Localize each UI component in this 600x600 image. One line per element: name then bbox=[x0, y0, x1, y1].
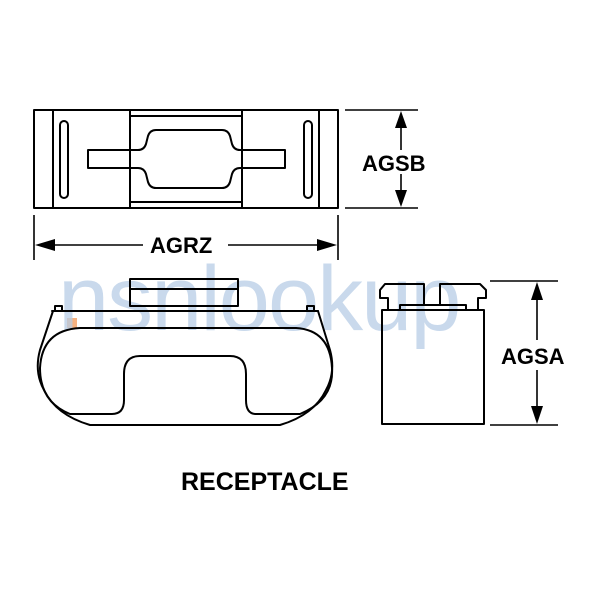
top-view bbox=[33, 109, 339, 209]
front-view bbox=[36, 278, 334, 426]
side-view bbox=[379, 283, 487, 425]
agsb-dimension: AGSB bbox=[345, 109, 426, 209]
watermark: nsnlookup bbox=[58, 248, 461, 350]
watermark-text: nsnlookup bbox=[58, 248, 459, 350]
agsa-label: AGSA bbox=[501, 344, 565, 369]
watermark-dot bbox=[67, 318, 77, 328]
agrz-dimension: AGRZ bbox=[33, 215, 339, 260]
diagram-title: RECEPTACLE bbox=[181, 468, 349, 496]
agsb-label: AGSB bbox=[362, 151, 426, 176]
agrz-label: AGRZ bbox=[150, 233, 212, 258]
agsa-dimension: AGSA bbox=[490, 280, 565, 426]
